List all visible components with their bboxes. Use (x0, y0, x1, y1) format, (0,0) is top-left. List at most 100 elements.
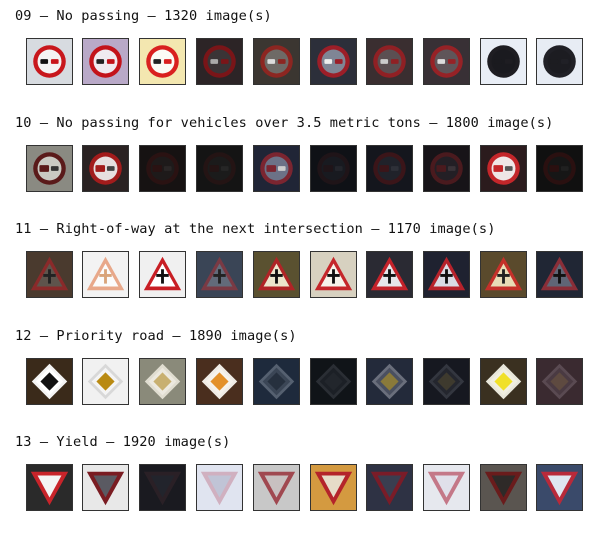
no-passing-trucks-sign-thumbnail (27, 146, 72, 191)
right-of-way-sign-thumbnail (481, 252, 526, 297)
right-of-way-sign-thumbnail (537, 252, 582, 297)
no-passing-trucks-sign-thumbnail (481, 146, 526, 191)
yield-sign-thumbnail (367, 465, 412, 510)
sample-thumbnail (310, 145, 357, 192)
sample-thumbnail (366, 145, 413, 192)
sample-thumbnail (253, 251, 300, 298)
sample-thumbnail (310, 38, 357, 85)
no-passing-sign-thumbnail (197, 39, 242, 84)
sample-thumbnail (253, 38, 300, 85)
no-passing-sign-thumbnail (140, 39, 185, 84)
sample-thumbnail (480, 145, 527, 192)
sample-thumbnail (480, 358, 527, 405)
yield-sign-thumbnail (140, 465, 185, 510)
sample-thumbnail (196, 38, 243, 85)
sample-thumbnail (139, 38, 186, 85)
sample-thumbnail (423, 464, 470, 511)
right-of-way-sign-thumbnail (140, 252, 185, 297)
sample-thumbnail (196, 251, 243, 298)
sample-thumbnail (253, 145, 300, 192)
no-passing-trucks-sign-thumbnail (254, 146, 299, 191)
class-title: 13 — Yield — 1920 image(s) (15, 434, 231, 450)
sample-thumbnail (536, 358, 583, 405)
right-of-way-sign-thumbnail (27, 252, 72, 297)
sample-thumbnail (366, 464, 413, 511)
no-passing-trucks-sign-thumbnail (83, 146, 128, 191)
no-passing-trucks-sign-thumbnail (537, 146, 582, 191)
sample-thumbnail (82, 251, 129, 298)
sample-thumbnail (480, 38, 527, 85)
sample-thumbnail (366, 38, 413, 85)
sample-thumbnail (139, 358, 186, 405)
priority-road-sign-thumbnail (27, 359, 72, 404)
priority-road-sign-thumbnail (140, 359, 185, 404)
sample-thumbnail (139, 251, 186, 298)
yield-sign-thumbnail (424, 465, 469, 510)
priority-road-sign-thumbnail (424, 359, 469, 404)
no-passing-trucks-sign-thumbnail (367, 146, 412, 191)
sample-thumbnail (536, 464, 583, 511)
sample-thumbnail (310, 464, 357, 511)
sample-thumbnail (423, 145, 470, 192)
sample-thumbnail (310, 358, 357, 405)
yield-sign-thumbnail (83, 465, 128, 510)
no-passing-sign-thumbnail (311, 39, 356, 84)
no-passing-trucks-sign-thumbnail (424, 146, 469, 191)
yield-sign-thumbnail (537, 465, 582, 510)
right-of-way-sign-thumbnail (367, 252, 412, 297)
right-of-way-sign-thumbnail (311, 252, 356, 297)
class-title: 11 — Right-of-way at the next intersecti… (15, 221, 496, 237)
priority-road-sign-thumbnail (83, 359, 128, 404)
right-of-way-sign-thumbnail (83, 252, 128, 297)
sample-thumbnail (423, 38, 470, 85)
sample-thumbnail (366, 358, 413, 405)
right-of-way-sign-thumbnail (424, 252, 469, 297)
sample-thumbnail (82, 38, 129, 85)
sample-thumbnail (196, 464, 243, 511)
sample-thumbnail (366, 251, 413, 298)
sample-thumbnail (480, 251, 527, 298)
priority-road-sign-thumbnail (481, 359, 526, 404)
right-of-way-sign-thumbnail (254, 252, 299, 297)
no-passing-sign-thumbnail (27, 39, 72, 84)
class-title: 09 — No passing — 1320 image(s) (15, 8, 272, 24)
no-passing-sign-thumbnail (83, 39, 128, 84)
priority-road-sign-thumbnail (254, 359, 299, 404)
sample-thumbnail (82, 358, 129, 405)
sample-thumbnail (253, 358, 300, 405)
right-of-way-sign-thumbnail (197, 252, 242, 297)
sample-thumbnail (423, 358, 470, 405)
sample-thumbnail (26, 358, 73, 405)
class-title: 12 — Priority road — 1890 image(s) (15, 328, 297, 344)
sample-thumbnail (536, 145, 583, 192)
sample-thumbnail (26, 38, 73, 85)
sample-thumbnail (253, 464, 300, 511)
yield-sign-thumbnail (311, 465, 356, 510)
sample-thumbnail (26, 464, 73, 511)
priority-road-sign-thumbnail (537, 359, 582, 404)
sample-thumbnail (536, 251, 583, 298)
priority-road-sign-thumbnail (311, 359, 356, 404)
sample-thumbnail (196, 358, 243, 405)
sample-thumbnail (196, 145, 243, 192)
no-passing-sign-thumbnail (367, 39, 412, 84)
sample-thumbnail (82, 145, 129, 192)
class-title: 10 — No passing for vehicles over 3.5 me… (15, 115, 554, 131)
yield-sign-thumbnail (27, 465, 72, 510)
no-passing-sign-thumbnail (424, 39, 469, 84)
no-passing-trucks-sign-thumbnail (197, 146, 242, 191)
sample-thumbnail (139, 145, 186, 192)
no-passing-trucks-sign-thumbnail (311, 146, 356, 191)
yield-sign-thumbnail (197, 465, 242, 510)
sample-thumbnail (536, 38, 583, 85)
yield-sign-thumbnail (254, 465, 299, 510)
no-passing-sign-thumbnail (254, 39, 299, 84)
sample-thumbnail (26, 251, 73, 298)
yield-sign-thumbnail (481, 465, 526, 510)
sample-thumbnail (480, 464, 527, 511)
no-passing-sign-thumbnail (481, 39, 526, 84)
no-passing-sign-thumbnail (537, 39, 582, 84)
no-passing-trucks-sign-thumbnail (140, 146, 185, 191)
priority-road-sign-thumbnail (367, 359, 412, 404)
sample-thumbnail (26, 145, 73, 192)
